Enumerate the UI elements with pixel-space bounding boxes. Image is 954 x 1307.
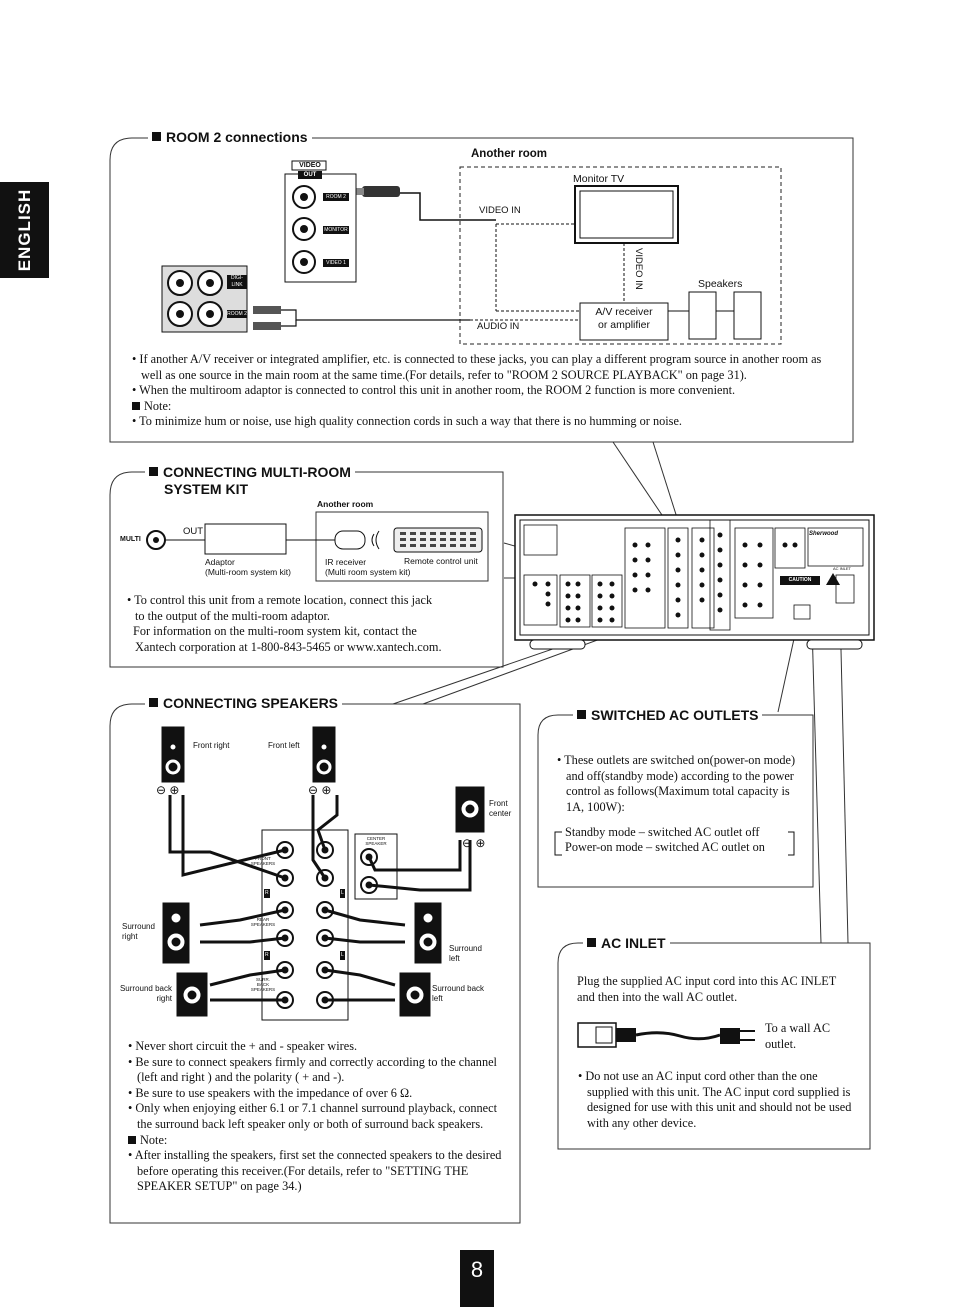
multiroom-notes: • To control this unit from a remote loc…	[127, 593, 497, 655]
receiver-rear-panel	[514, 514, 875, 650]
room2-bullet-2: • When the multiroom adaptor is connecte…	[132, 383, 736, 398]
panel-video1-label: VIDEO 1	[326, 260, 346, 266]
speaker-icon	[688, 291, 717, 340]
ac-inlet-intro: Plug the supplied AC input cord into thi…	[577, 974, 837, 1004]
to-wall-label: To a wall AC outlet.	[765, 1021, 831, 1051]
room2-frame	[109, 137, 854, 443]
audio-in-label: AUDIO IN	[477, 321, 520, 332]
speakers-notes: • Never short circuit the + and - speake…	[128, 1039, 508, 1195]
speakers-bullet-1: • Never short circuit the + and - speake…	[128, 1039, 358, 1053]
polarity-minus-icon: ⊖ ⊕	[462, 836, 486, 850]
speakers-bullet-3: • Be sure to use speakers with the imped…	[128, 1085, 413, 1100]
front-right-label: Front right	[193, 741, 230, 750]
adaptor-label: Adaptor (Multi-room system kit)	[205, 557, 291, 577]
another-room-label: Another room	[471, 148, 548, 160]
tv-icon	[574, 185, 679, 244]
video-in-label: VIDEO IN	[479, 205, 521, 216]
another-room-dashed	[459, 166, 782, 345]
multiroom-frame	[109, 471, 504, 668]
rear-ac-inlet-label: AC INLET	[833, 566, 852, 571]
room2-notes: • If another A/V receiver or integrated …	[132, 352, 844, 430]
surround-back-left-label: Surround back left	[432, 984, 485, 1003]
switched-heading: SWITCHED AC OUTLETS	[573, 707, 763, 723]
speakers-note: • After installing the speakers, first s…	[128, 1148, 502, 1194]
front-speakers-terminal-label: FRONT SPEAKERS	[250, 856, 276, 866]
speakers-label: Speakers	[698, 278, 743, 290]
room2-heading: ROOM 2 connections	[148, 129, 312, 145]
multiroom-line-2: to the output of the multi-room adaptor.	[135, 608, 331, 623]
r-label: R	[264, 889, 270, 898]
multiroom-another-room-label: Another room	[317, 499, 374, 509]
front-left-label: Front left	[268, 741, 300, 750]
panel-digi-link-label: DIGI- LINK	[231, 275, 243, 288]
speakers-note-label: Note:	[140, 1132, 168, 1147]
polarity-minus-icon: ⊖ ⊕	[156, 783, 180, 797]
panel-monitor-label: MONITOR	[324, 227, 348, 233]
l-label: L	[340, 889, 345, 898]
speakers-heading: CONNECTING SPEAKERS	[145, 695, 343, 711]
speakers-bullet-4: • Only when enjoying either 6.1 or 7.1 c…	[128, 1101, 498, 1131]
note-square-icon	[132, 401, 140, 410]
speaker-icon	[733, 291, 762, 340]
video-in-vertical-label: VIDEO IN	[633, 248, 644, 290]
rear-brand-label: Sherwood	[809, 531, 839, 537]
ac-inlet-frame	[557, 942, 871, 1150]
speaker-diagram	[161, 726, 485, 1021]
room2-note-label: Note:	[144, 398, 172, 413]
rear-caution-label: CAUTION	[788, 577, 812, 583]
speakers-frame	[109, 703, 521, 1224]
rear-speakers-terminal-label: REAR SPEAKERS	[250, 917, 276, 927]
room2-note: • To minimize hum or noise, use high qua…	[132, 414, 682, 429]
monitor-tv-label: Monitor TV	[573, 173, 625, 185]
panel-room2-label: ROOM 2	[326, 194, 346, 200]
video-label-box	[291, 160, 327, 171]
out-label-box	[298, 171, 322, 179]
page-number: 8	[460, 1250, 494, 1307]
surround-back-right-label: Surround back right	[119, 984, 172, 1003]
multi-jack-label: MULTI	[120, 536, 141, 543]
room2-bullet-1: • If another A/V receiver or integrated …	[132, 352, 822, 382]
ac-inlet-heading: AC INLET	[583, 935, 670, 951]
poweron-mode-text: Power-on mode – switched AC outlet on	[565, 840, 765, 854]
remote-icon	[393, 527, 483, 553]
front-center-label: Front center	[489, 799, 512, 818]
ac-cord-icon	[577, 1022, 755, 1048]
speakers-bullet-2: • Be sure to connect speakers firmly and…	[128, 1054, 497, 1085]
multiroom-line-1: • To control this unit from a remote loc…	[127, 593, 433, 607]
surround-left-label: Surround left	[449, 944, 482, 963]
panel-room2b-label: ROOM 2	[227, 311, 247, 317]
switched-bullet: • These outlets are switched on(power-on…	[557, 753, 796, 814]
surround-right-label: Surround right	[122, 922, 155, 941]
ir-receiver-label: IR receiver (Multi room system kit)	[325, 557, 411, 577]
remote-label: Remote control unit	[404, 556, 478, 566]
av-receiver-label: A/V receiver or amplifier	[595, 306, 653, 331]
language-tab: ENGLISH	[0, 182, 49, 278]
panel-out-label: OUT	[303, 172, 317, 178]
ac-inlet-warning: • Do not use an AC input cord other than…	[578, 1069, 852, 1130]
center-speaker-terminal-label: CENTER SPEAKER	[365, 836, 387, 846]
note-square-icon	[128, 1135, 136, 1144]
standby-mode-text: Standby mode – switched AC outlet off	[565, 825, 760, 839]
polarity-minus-icon: ⊖ ⊕	[308, 783, 332, 797]
multiroom-line-4: Xantech corporation at 1-800-843-5465 or…	[135, 639, 442, 654]
panel-video-label: VIDEO	[299, 162, 321, 169]
r-label: R	[264, 951, 270, 960]
surr-back-speakers-terminal-label: SURR. BACK SPEAKERS	[250, 977, 276, 992]
multiroom-line-3: For information on the multi-room system…	[133, 624, 417, 639]
out-label: OUT	[183, 526, 204, 537]
l-label: L	[340, 951, 345, 960]
